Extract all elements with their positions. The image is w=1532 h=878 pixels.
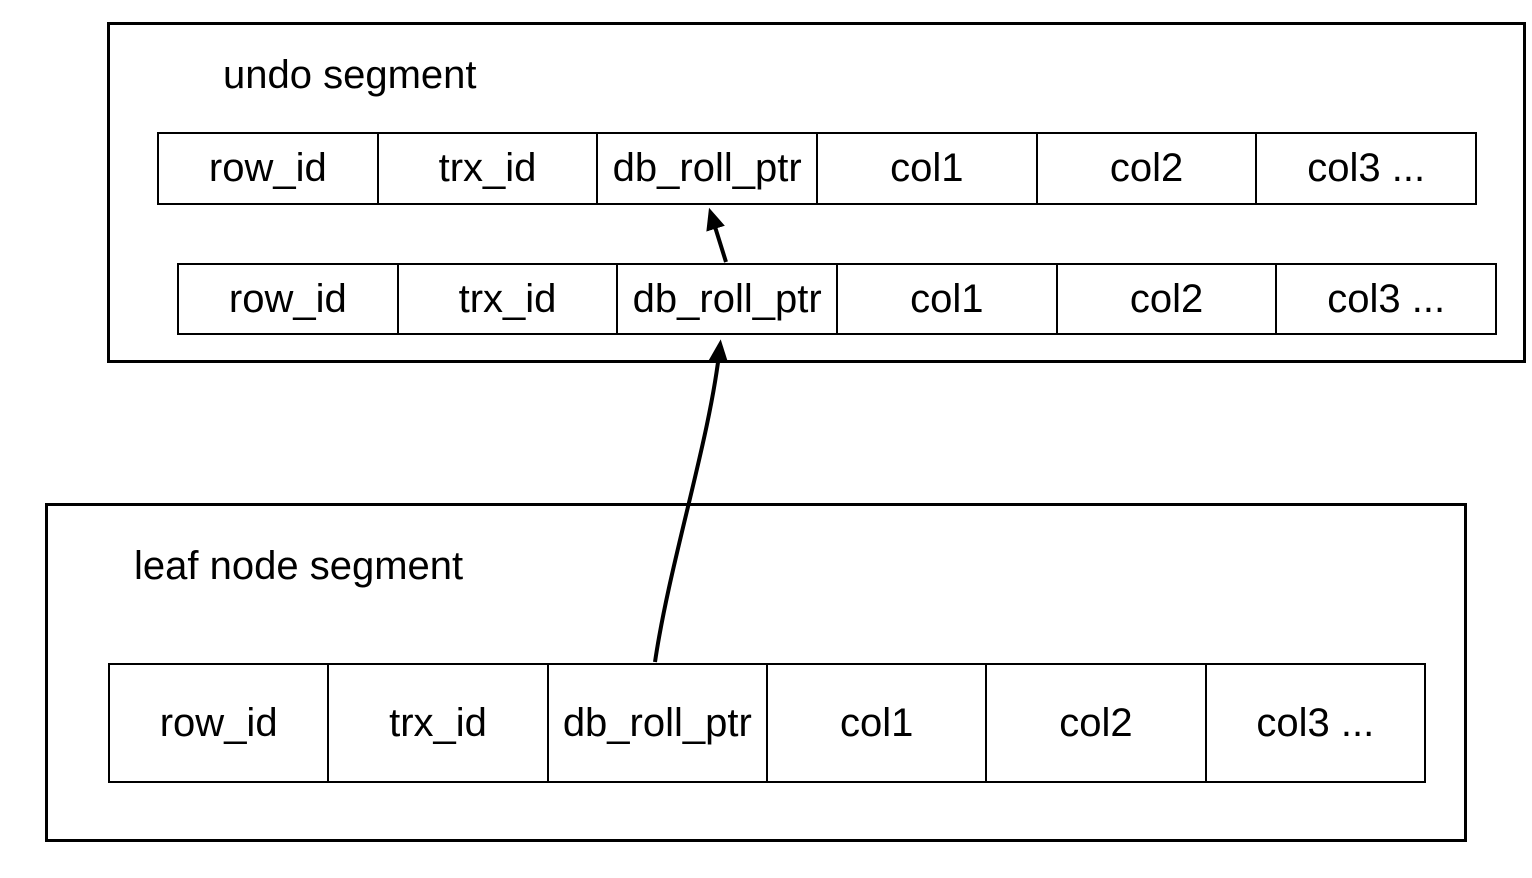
- cell-trx-id: trx_id: [396, 265, 617, 333]
- cell-col1: col1: [765, 665, 985, 781]
- undo-segment-title: undo segment: [223, 53, 477, 97]
- cell-col3: col3 ...: [1275, 265, 1495, 333]
- cell-col1: col1: [816, 134, 1036, 203]
- cell-db-roll-ptr: db_roll_ptr: [616, 265, 836, 333]
- undo-record-row-1: row_id trx_id db_roll_ptr col1 col2 col3…: [157, 132, 1477, 205]
- leaf-record-row: row_id trx_id db_roll_ptr col1 col2 col3…: [108, 663, 1426, 783]
- leaf-node-segment-title: leaf node segment: [134, 544, 464, 588]
- cell-col2: col2: [1055, 265, 1276, 333]
- cell-db-roll-ptr: db_roll_ptr: [546, 665, 766, 781]
- cell-col1: col1: [836, 265, 1056, 333]
- cell-db-roll-ptr: db_roll_ptr: [596, 134, 816, 203]
- undo-segment-box: undo segment row_id trx_id db_roll_ptr c…: [107, 22, 1526, 363]
- undo-record-row-2: row_id trx_id db_roll_ptr col1 col2 col3…: [177, 263, 1497, 335]
- cell-col2: col2: [985, 665, 1204, 781]
- leaf-node-segment-box: leaf node segment row_id trx_id db_roll_…: [45, 503, 1467, 842]
- cell-trx-id: trx_id: [327, 665, 546, 781]
- cell-trx-id: trx_id: [376, 134, 597, 203]
- cell-row-id: row_id: [228, 276, 347, 321]
- cell-col3: col3 ...: [1204, 665, 1424, 781]
- cell-row-id: row_id: [208, 146, 327, 190]
- cell-col2: col2: [1035, 134, 1256, 203]
- cell-col3: col3 ...: [1255, 134, 1475, 203]
- cell-row-id: row_id: [159, 700, 278, 745]
